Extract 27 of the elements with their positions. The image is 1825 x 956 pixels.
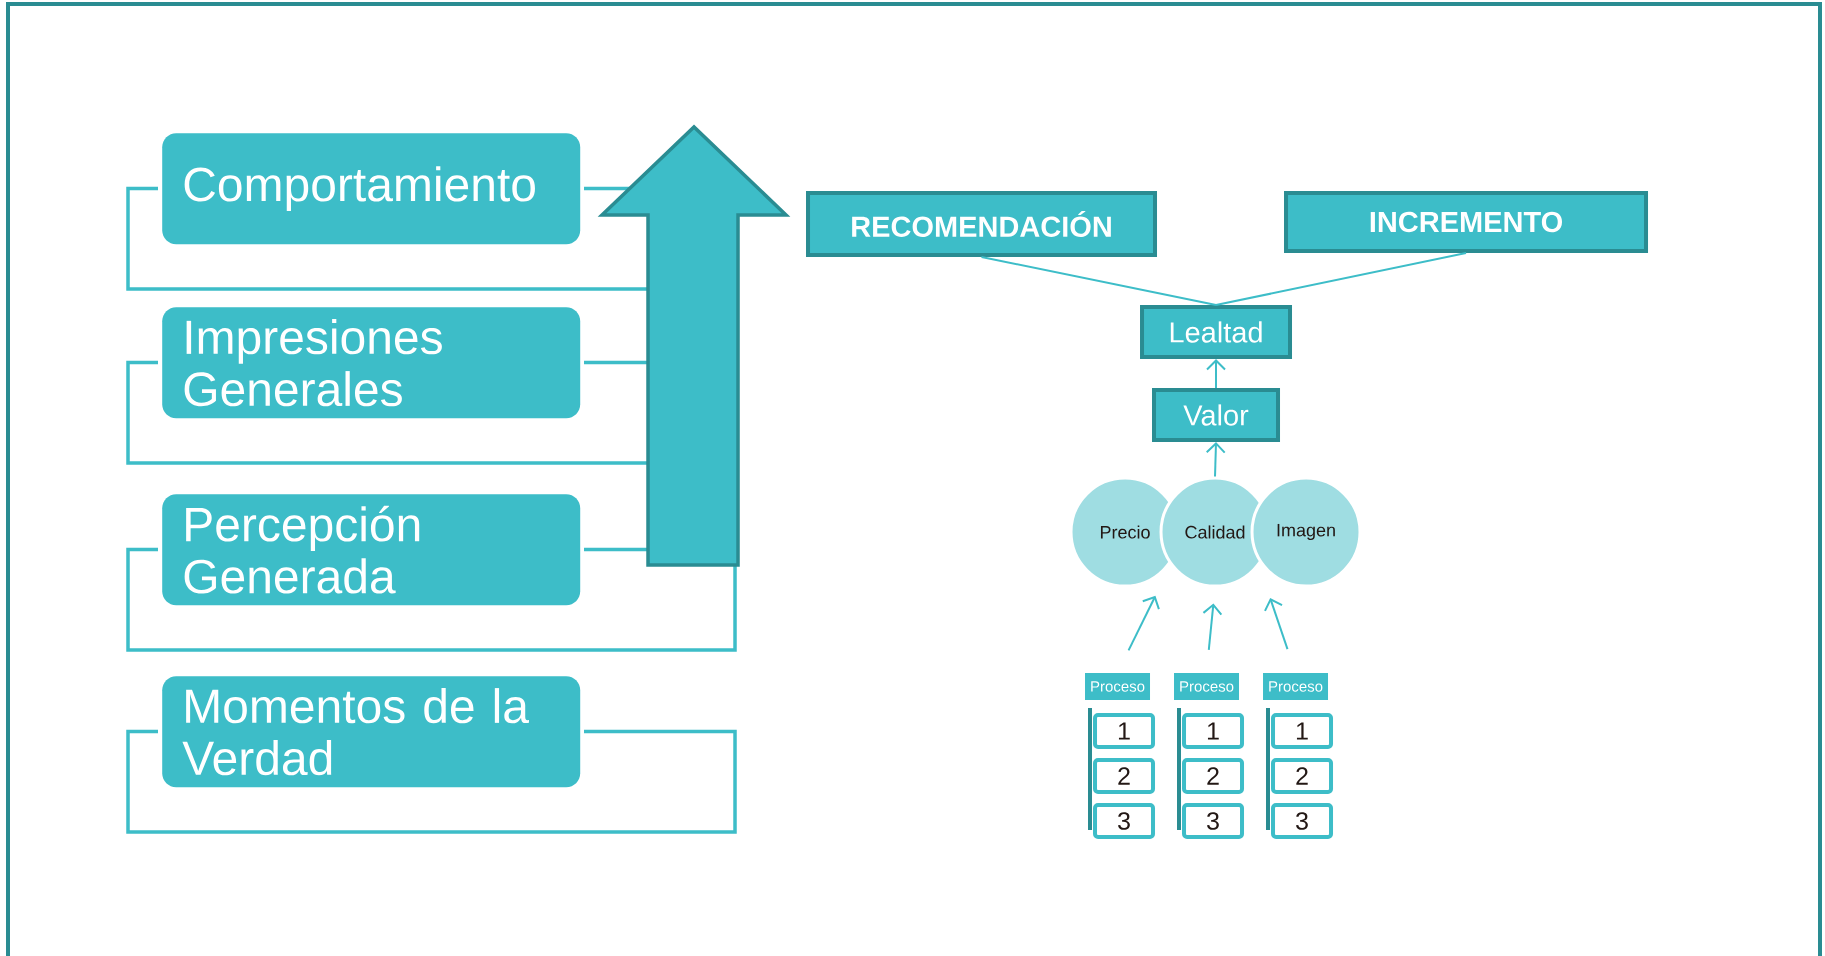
stage-box: Percepción Generada <box>162 494 581 606</box>
process-header: Proceso <box>1263 673 1328 700</box>
stage-box: Momentos de la Verdad <box>162 676 581 788</box>
step-box: 2 <box>1182 758 1244 794</box>
process-header: Proceso <box>1085 673 1150 700</box>
step-box: 2 <box>1093 758 1155 794</box>
step-box: 1 <box>1271 713 1333 749</box>
outcome-box: RECOMENDACIÓN <box>806 191 1157 257</box>
concept-box: Valor <box>1152 388 1280 442</box>
connector-line <box>980 256 1217 306</box>
stage-box: Comportamiento <box>162 133 581 245</box>
arrow <box>1127 595 1160 652</box>
step-box: 3 <box>1093 803 1155 839</box>
arrow <box>1264 598 1289 651</box>
stage-box: Impresiones Generales <box>162 307 581 419</box>
step-box: 1 <box>1093 713 1155 749</box>
concept-box: Lealtad <box>1140 305 1292 359</box>
step-box: 2 <box>1271 758 1333 794</box>
step-box: 3 <box>1182 803 1244 839</box>
connector-line <box>1215 252 1467 306</box>
step-box: 3 <box>1271 803 1333 839</box>
arrow <box>1205 442 1226 478</box>
process-header: Proceso <box>1174 673 1239 700</box>
step-box: 1 <box>1182 713 1244 749</box>
arrow <box>1202 603 1223 651</box>
outcome-box: INCREMENTO <box>1284 191 1648 253</box>
arrow <box>1206 359 1226 389</box>
